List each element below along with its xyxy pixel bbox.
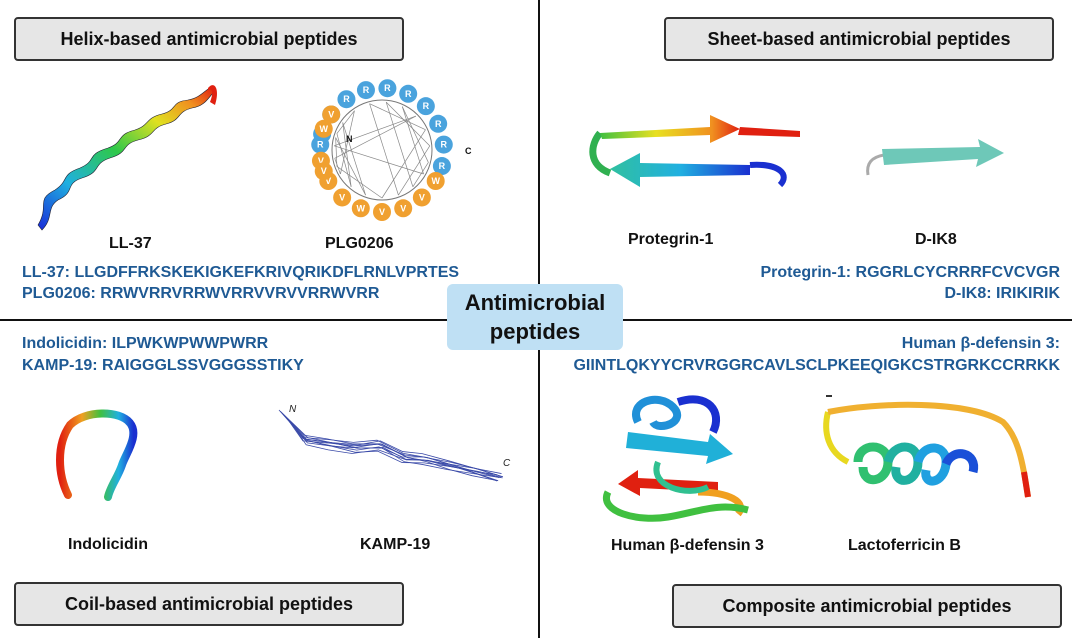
- protegrin1-label: Protegrin-1: [628, 231, 714, 248]
- svg-text:W: W: [431, 176, 440, 186]
- wheel-residue-orange: V: [412, 188, 431, 207]
- wheel-connector-line: [334, 115, 417, 159]
- hbd3-composite-structure: [603, 395, 749, 522]
- svg-text:V: V: [339, 192, 345, 202]
- kamp19-conformer-trace: [284, 415, 498, 482]
- center-title-line1: Antimicrobial: [464, 290, 606, 315]
- center-title-box: Antimicrobial peptides: [447, 284, 623, 350]
- wheel-connector-line: [385, 102, 414, 187]
- wheel-residue-blue: R: [416, 97, 435, 116]
- hbd3-label: Human β-defensin 3: [611, 537, 764, 554]
- kamp19-conformer-trace: [288, 419, 502, 478]
- coil-section-title: Coil-based antimicrobial peptides: [14, 582, 404, 626]
- svg-text:V: V: [321, 166, 327, 176]
- wheel-connector-line: [381, 129, 426, 199]
- kamp19-sequence: KAMP-19: RAIGGGLSSVGGGSSTIKY: [22, 357, 304, 374]
- wheel-connector-line: [336, 110, 355, 134]
- center-title-line2: peptides: [489, 319, 581, 344]
- wheel-connector-line: [342, 122, 366, 196]
- wheel-connector-line: [369, 103, 399, 196]
- svg-text:V: V: [328, 109, 334, 119]
- svg-text:R: R: [405, 89, 412, 99]
- wheel-residue-blue: R: [434, 135, 453, 154]
- wheel-residue-orange: W: [426, 172, 445, 190]
- ll37-label: LL-37: [109, 235, 152, 252]
- svg-text:V: V: [325, 176, 331, 186]
- lactoferricin-label: Lactoferricin B: [848, 537, 961, 554]
- svg-text:R: R: [384, 83, 391, 93]
- kamp19-n-terminus: N: [289, 404, 297, 415]
- ll37-helix-structure: [37, 85, 218, 231]
- protegrin1-sheet-structure: [589, 115, 800, 188]
- wheel-connector-line: [401, 106, 424, 175]
- svg-text:R: R: [441, 140, 448, 150]
- svg-text:W: W: [319, 124, 328, 134]
- wheel-residue-orange: V: [373, 203, 391, 221]
- svg-text:R: R: [423, 101, 430, 111]
- wheel-residue-blue: R: [356, 81, 375, 100]
- wheel-residue-blue: R: [399, 84, 418, 103]
- svg-text:R: R: [317, 140, 324, 150]
- kamp19-ensemble-structure: N C: [278, 404, 511, 482]
- indolicidin-coil-structure: [56, 409, 138, 501]
- wheel-connector-line: [336, 166, 383, 199]
- hbd3-sequence: GIINTLQKYYCRVRGGRCAVLSCLPKEEQIGKCSTRGRKC…: [573, 357, 1060, 374]
- wheel-residue-blue: R: [337, 90, 356, 109]
- hbd3-sequence-label: Human β-defensin 3:: [901, 335, 1060, 352]
- kamp19-label: KAMP-19: [360, 536, 431, 553]
- lactoferricin-composite-structure: [823, 395, 1031, 498]
- svg-text:V: V: [419, 192, 425, 202]
- wheel-connector-line: [401, 106, 429, 163]
- plg0206-sequence: PLG0206: RRWVRRVRRWVRRVVRVVRRWVRR: [22, 285, 380, 302]
- helix-section-title: Helix-based antimicrobial peptides: [14, 17, 404, 61]
- svg-text:R: R: [435, 119, 442, 129]
- wheel-residue-orange: W: [314, 119, 333, 138]
- wheel-connector-line: [340, 110, 355, 175]
- wheel-connector-line: [342, 122, 352, 187]
- wheel-residue-orange: V: [314, 162, 333, 181]
- dik8-label: D-IK8: [915, 231, 957, 248]
- wheel-connector-line: [398, 145, 431, 196]
- kamp19-c-terminus: C: [503, 458, 511, 469]
- svg-text:V: V: [318, 156, 324, 166]
- svg-text:W: W: [357, 203, 366, 213]
- kamp19-conformer-trace: [279, 410, 500, 478]
- sheet-section-title: Sheet-based antimicrobial peptides: [664, 17, 1054, 61]
- plg0206-label: PLG0206: [325, 235, 394, 252]
- composite-section-title: Composite antimicrobial peptides: [672, 584, 1062, 628]
- svg-text:V: V: [400, 203, 406, 213]
- indolicidin-label: Indolicidin: [68, 536, 148, 553]
- svg-text:R: R: [363, 85, 370, 95]
- kamp19-conformer-trace: [289, 420, 498, 482]
- dik8-sheet-structure: [866, 139, 1004, 176]
- svg-text:R: R: [343, 94, 350, 104]
- wheel-connector-line: [334, 158, 341, 175]
- wheel-connector-line: [369, 103, 426, 131]
- dik8-sequence: D-IK8: IRIKIRIK: [944, 285, 1060, 302]
- wheel-residue-orange: V: [394, 199, 413, 218]
- wheel-residue-orange: V: [322, 105, 341, 124]
- protegrin1-sequence: Protegrin-1: RGGRLCYCRRRFCVCVGR: [760, 264, 1060, 281]
- wheel-residue-orange: W: [351, 199, 370, 218]
- wheel-n-terminus: N: [346, 134, 353, 144]
- wheel-connector-line: [336, 133, 352, 187]
- wheel-residue-blue: R: [378, 79, 397, 98]
- svg-text:V: V: [379, 207, 385, 217]
- kamp19-conformer-trace: [285, 416, 499, 482]
- wheel-connector-line: [412, 162, 429, 187]
- wheel-residue-blue: R: [429, 114, 448, 133]
- indolicidin-sequence: Indolicidin: ILPWKWPWWPWRR: [22, 335, 269, 352]
- ll37-sequence: LL-37: LLGDFFRKSKEKIGKEFKRIVQRIKDFLRNLVP…: [22, 264, 460, 281]
- wheel-residue-blue: R: [432, 157, 451, 176]
- plg0206-helical-wheel: RRRRRRRRRRRVVWVVVWVWVV N C: [311, 79, 472, 221]
- wheel-residue-blue: R: [311, 135, 330, 154]
- wheel-residue-orange: V: [333, 188, 352, 207]
- wheel-connector-line: [335, 137, 338, 167]
- svg-text:R: R: [439, 161, 446, 171]
- wheel-c-terminus: C: [465, 146, 472, 156]
